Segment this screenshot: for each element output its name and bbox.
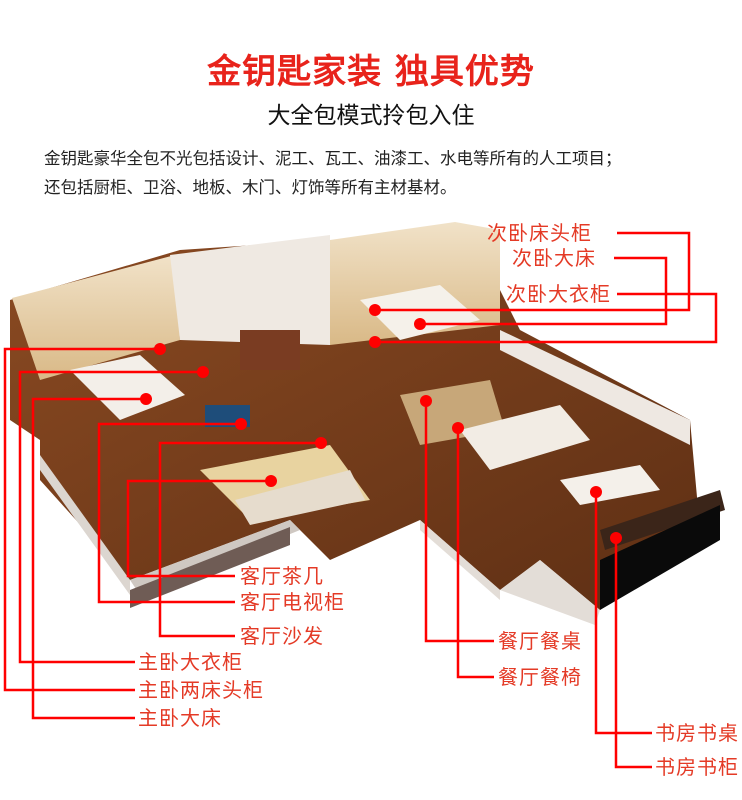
- marker-study-bookcase: [610, 532, 622, 544]
- page-subtitle: 大全包模式拎包入住: [267, 103, 475, 129]
- label-dining-chairs: 餐厅餐椅: [498, 665, 582, 689]
- marker-study-desk: [590, 486, 602, 498]
- label-second-bedroom-bed: 次卧大床: [512, 246, 596, 270]
- description: 金钥匙豪华全包不光包括设计、泥工、瓦工、油漆工、水电等所有的人工项目； 还包括厨…: [44, 144, 724, 202]
- marker-master-nightstands: [154, 343, 166, 355]
- label-dining-table: 餐厅餐桌: [498, 629, 582, 653]
- marker-dining-table: [420, 395, 432, 407]
- label-second-bedroom-nightstand: 次卧床头柜: [487, 221, 592, 245]
- label-second-bedroom-wardrobe: 次卧大衣柜: [506, 282, 611, 306]
- marker-master-bed: [140, 393, 152, 405]
- marker-dining-chairs: [452, 422, 464, 434]
- label-living-tv-cabinet: 客厅电视柜: [240, 590, 345, 614]
- label-study-bookcase: 书房书柜: [655, 755, 739, 779]
- label-living-coffee-table: 客厅茶几: [240, 564, 324, 588]
- marker-living-tv-cabinet: [235, 418, 247, 430]
- page-title: 金钥匙家装 独具优势: [207, 52, 535, 92]
- label-study-desk: 书房书桌: [655, 721, 739, 745]
- label-master-wardrobe: 主卧大衣柜: [138, 650, 243, 674]
- marker-second-bedroom-wardrobe: [369, 336, 381, 348]
- marker-living-sofa: [315, 437, 327, 449]
- marker-second-bedroom-bed: [414, 318, 426, 330]
- marker-master-wardrobe: [197, 366, 209, 378]
- description-line-1: 金钥匙豪华全包不光包括设计、泥工、瓦工、油漆工、水电等所有的人工项目；: [44, 149, 622, 168]
- label-master-nightstands: 主卧两床头柜: [138, 678, 264, 702]
- marker-living-coffee-table: [265, 475, 277, 487]
- label-living-sofa: 客厅沙发: [240, 624, 324, 648]
- marker-second-bedroom-nightstand: [369, 304, 381, 316]
- label-master-bed: 主卧大床: [138, 706, 222, 730]
- description-line-2: 还包括厨柜、卫浴、地板、木门、灯饰等所有主材基材。: [44, 178, 457, 197]
